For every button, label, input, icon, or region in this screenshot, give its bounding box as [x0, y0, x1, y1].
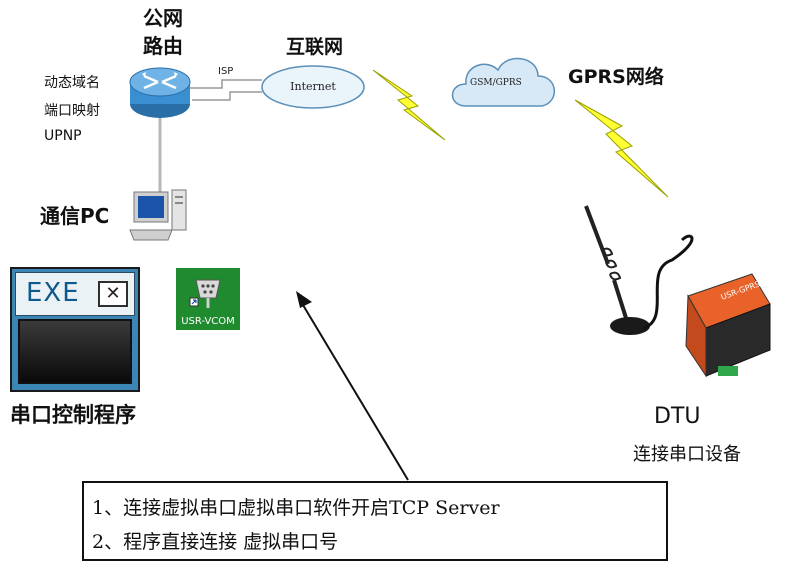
vcom-label: USR-VCOM: [181, 316, 235, 327]
pointer-arrow-line: [299, 299, 409, 481]
close-icon: ✕: [98, 281, 128, 307]
lightning-bolt-2: [574, 99, 669, 198]
isp-label: ISP: [218, 66, 234, 77]
instruction-line-1: 1、连接虚拟串口虚拟串口软件开启TCP Server: [92, 497, 500, 519]
gsm-cloud-icon: [451, 57, 556, 107]
exe-title-text: EXE: [26, 278, 80, 308]
router-title-line1: 公网: [143, 6, 183, 30]
gprs-network-label: GPRS网络: [568, 66, 664, 88]
dtu-sublabel: 连接串口设备: [633, 444, 741, 465]
exe-caption: 串口控制程序: [10, 403, 136, 427]
exe-titlebar: EXE ✕: [15, 272, 135, 316]
instructions-box: 1、连接虚拟串口虚拟串口软件开启TCP Server 2、程序直接连接 虚拟串口…: [82, 481, 668, 561]
router-feature-port-mapping: 端口映射: [44, 103, 100, 119]
pc-label: 通信PC: [40, 204, 110, 228]
router-title-line2: 路由: [143, 34, 183, 58]
router-title: 公网 路由: [137, 4, 189, 60]
pointer-arrow-head: [296, 291, 312, 308]
serial-connector-icon: [189, 279, 221, 308]
gsm-cloud-label: GSM/GPRS: [470, 78, 522, 88]
internet-title: 互联网: [286, 36, 344, 58]
isp-link-upper: [190, 79, 262, 89]
isp-link-lower: [192, 91, 262, 101]
internet-node-label: Internet: [290, 80, 336, 93]
vcom-app-icon: USR-VCOM: [176, 268, 240, 330]
lightning-bolt-1: [372, 69, 446, 141]
dtu-device-icon: USR-GPRS DTU: [584, 205, 780, 378]
internet-node: [261, 65, 365, 109]
dtu-label: DTU: [654, 404, 701, 429]
exe-window-body: [18, 319, 132, 384]
exe-window-icon: EXE ✕: [10, 267, 140, 392]
router-feature-ddns: 动态域名: [44, 75, 100, 91]
router-feature-upnp: UPNP: [44, 128, 82, 144]
router-icon: [129, 67, 191, 118]
instruction-line-2: 2、程序直接连接 虚拟串口号: [92, 531, 339, 553]
pc-icon: [129, 189, 187, 241]
